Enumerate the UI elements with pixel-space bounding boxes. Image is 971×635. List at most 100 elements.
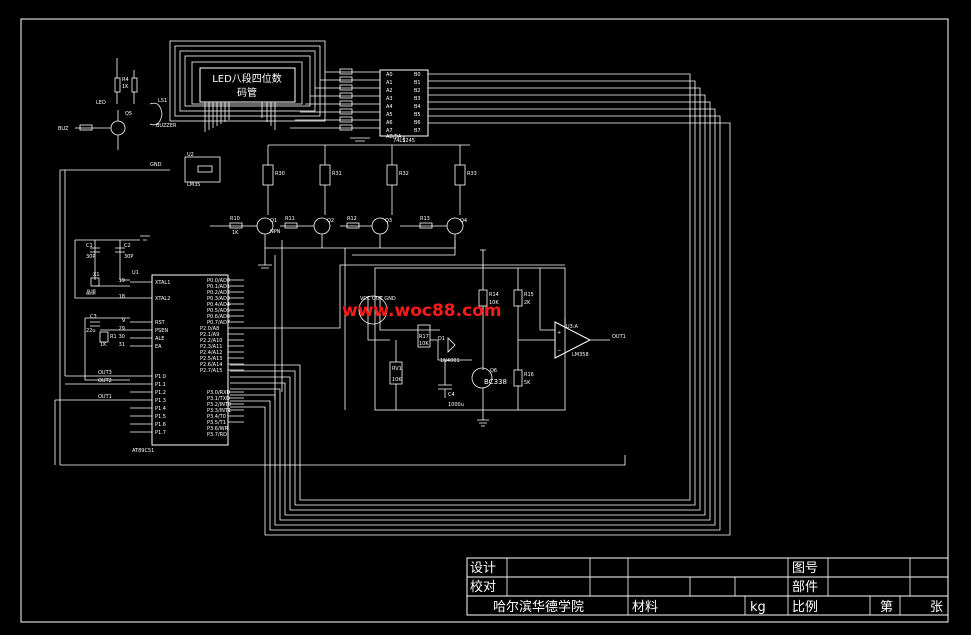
drawing-number-label: 图号 [792,561,818,576]
svg-text:B7: B7 [414,128,421,134]
svg-text:C3: C3 [90,314,97,320]
svg-text:R4: R4 [122,77,129,83]
svg-text:XTAL1: XTAL1 [155,280,170,286]
svg-text:B3: B3 [414,96,421,102]
svg-text:OUT1: OUT1 [98,394,112,400]
svg-text:R31: R31 [332,171,342,177]
svg-text:A6: A6 [386,120,393,126]
svg-text:Q6: Q6 [490,368,497,374]
svg-text:NPN: NPN [270,229,281,235]
svg-text:P1.0: P1.0 [155,374,166,380]
data-bus [59,73,731,536]
svg-text:P3.5/T1: P3.5/T1 [207,420,226,426]
svg-text:10K: 10K [392,377,402,383]
svg-text:C4: C4 [448,392,455,398]
svg-text:D1: D1 [438,336,445,342]
svg-text:+: + [557,330,561,336]
svg-text:P0.7/AD7: P0.7/AD7 [207,320,230,326]
svg-text:P3.0/RXD: P3.0/RXD [207,390,231,396]
svg-text:R32: R32 [399,171,409,177]
svg-text:U1: U1 [132,270,139,276]
svg-text:P2.3/A11: P2.3/A11 [200,344,222,350]
svg-text:XTAL2: XTAL2 [155,296,170,302]
svg-text:C1: C1 [86,243,93,249]
drawing-border [20,18,949,623]
svg-text:C2: C2 [124,243,131,249]
svg-text:B2: B2 [414,88,421,94]
sheet-label: 第 [880,600,893,615]
svg-text:晶振: 晶振 [86,289,96,296]
svg-text:OUT2: OUT2 [98,378,112,384]
svg-text:1K: 1K [100,342,107,348]
svg-text:30P: 30P [124,254,133,260]
svg-text:9: 9 [122,318,125,324]
svg-text:30P: 30P [86,254,95,260]
svg-text:R16: R16 [524,372,534,378]
svg-text:P2.5/A13: P2.5/A13 [200,356,222,362]
svg-text:Q4: Q4 [460,218,467,224]
analog-section: VCC OUT GND RV1 10K R17 10K C4 1000u D1 … [358,249,626,427]
svg-text:EA: EA [155,344,162,350]
svg-text:LM35: LM35 [187,182,200,188]
svg-text:1K: 1K [122,84,129,90]
svg-text:RST: RST [155,320,166,326]
svg-text:R30: R30 [275,171,285,177]
design-label: 设计 [470,561,496,576]
svg-text:P0.4/AD4: P0.4/AD4 [207,302,230,308]
svg-text:A5: A5 [386,112,393,118]
svg-text:30: 30 [119,334,125,340]
svg-text:AB/BA: AB/BA [386,134,402,140]
svg-text:R13: R13 [420,216,430,222]
svg-text:−: − [557,348,561,354]
svg-text:P2.6/A14: P2.6/A14 [200,362,222,368]
svg-text:ALE: ALE [155,336,164,342]
display-title-line1: LED八段四位数 [212,72,282,85]
svg-text:R17: R17 [419,334,429,340]
svg-text:P0.0/AD0: P0.0/AD0 [207,278,230,284]
school-name: 哈尔滨华德学院 [493,599,584,615]
svg-text:P2.4/A12: P2.4/A12 [200,350,222,356]
svg-text:R33: R33 [467,171,477,177]
svg-text:P1.4: P1.4 [155,406,166,412]
svg-text:A7: A7 [386,128,393,134]
svg-text:P1.7: P1.7 [155,430,166,436]
driver-chip: 74LS245 A0 A1 A2 A3 A4 A5 A6 A7 B0 B1 B2… [290,68,429,144]
svg-text:Q3: Q3 [385,218,392,224]
buzzer-section: R4 1K LED LS1 BUZZER Q5 BUZ [58,58,177,150]
display-title-line2: 码管 [237,86,257,99]
svg-text:Q1: Q1 [270,218,277,224]
svg-text:A0: A0 [386,72,393,78]
svg-text:U3:A: U3:A [566,324,579,330]
watermark: www.woc88.com [342,301,502,321]
svg-text:R11: R11 [285,216,295,222]
svg-text:B6: B6 [414,120,421,126]
svg-text:1N4001: 1N4001 [440,358,460,364]
svg-text:P1.3: P1.3 [155,398,166,404]
svg-text:10K: 10K [489,300,499,306]
svg-text:RV1: RV1 [392,366,402,372]
svg-text:19: 19 [119,278,125,284]
svg-text:Q2: Q2 [327,218,334,224]
microcontroller: U1 AT89C51 19 18 9 29 30 31 XTAL1 XTAL2 … [54,170,565,465]
svg-text:18: 18 [119,294,125,300]
svg-text:A2: A2 [386,88,393,94]
svg-text:A3: A3 [386,96,393,102]
check-label: 校对 [470,579,496,595]
reset-circuit: C3 22u R1 1K [84,314,130,381]
svg-text:LED: LED [96,100,106,106]
svg-text:1K: 1K [232,230,239,236]
svg-text:P3.2/INT0: P3.2/INT0 [207,402,231,408]
svg-text:BUZZER: BUZZER [156,123,177,129]
svg-text:LS1: LS1 [158,98,167,104]
svg-text:29: 29 [119,326,125,332]
material-label: 材料 [632,600,658,615]
svg-text:P1.6: P1.6 [155,422,166,428]
svg-text:P1.2: P1.2 [155,390,166,396]
svg-text:Q5: Q5 [125,111,132,117]
svg-text:P3.1/TXD: P3.1/TXD [207,396,230,402]
svg-text:31: 31 [119,342,125,348]
svg-text:10K: 10K [419,341,429,347]
svg-text:A4: A4 [386,104,393,110]
svg-text:P2.1/A9: P2.1/A9 [200,332,219,338]
